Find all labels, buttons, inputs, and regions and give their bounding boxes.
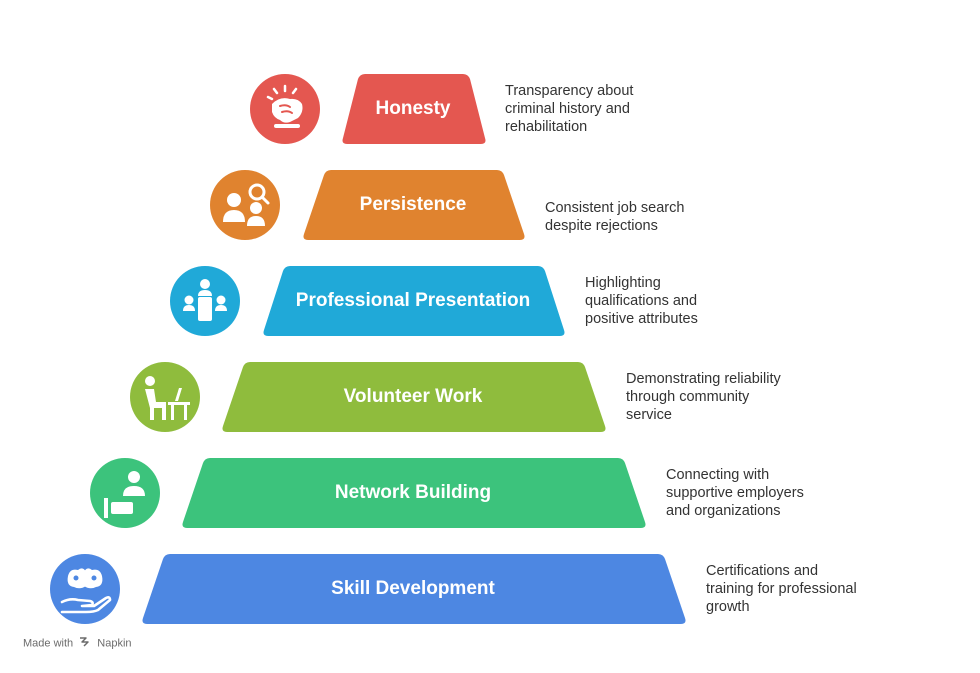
tier-description-persistence: Consistent job search despite rejections bbox=[545, 199, 684, 235]
tier-description-honesty: Transparency about criminal history and … bbox=[505, 82, 633, 136]
description-line: Transparency about bbox=[505, 83, 634, 99]
handshake-icon bbox=[250, 74, 320, 144]
tier-description-skill-development: Certifications and training for professi… bbox=[706, 562, 857, 616]
people-search-icon bbox=[210, 170, 280, 240]
tier-label-volunteer-work: Volunteer Work bbox=[343, 386, 483, 407]
tier-label-persistence: Persistence bbox=[359, 194, 467, 215]
hand-brain-icon bbox=[50, 554, 120, 624]
meeting-table-icon bbox=[170, 266, 240, 336]
description-line: and organizations bbox=[666, 503, 781, 519]
description-line: Demonstrating reliability bbox=[626, 371, 781, 387]
description-line: criminal history and bbox=[505, 101, 630, 117]
description-line: through community bbox=[626, 389, 750, 405]
footer-brand: Napkin bbox=[97, 637, 132, 650]
footer-made-with: Made with bbox=[23, 637, 74, 650]
tier-label-honesty: Honesty bbox=[375, 98, 451, 119]
description-line: training for professional bbox=[706, 581, 857, 597]
person-at-desk-icon bbox=[130, 362, 200, 432]
tier-label-professional-presentation: Professional Presentation bbox=[295, 290, 531, 311]
description-line: Highlighting bbox=[585, 275, 661, 291]
description-line: growth bbox=[706, 599, 750, 615]
description-line: supportive employers bbox=[666, 485, 804, 501]
tier-label-skill-development: Skill Development bbox=[331, 578, 495, 599]
description-line: rehabilitation bbox=[505, 119, 588, 135]
description-line: Consistent job search bbox=[545, 200, 685, 216]
reception-desk-icon bbox=[90, 458, 160, 528]
description-line: Certifications and bbox=[706, 563, 819, 579]
footer-attribution[interactable]: Made with Napkin bbox=[23, 637, 132, 650]
description-line: positive attributes bbox=[585, 311, 698, 327]
napkin-logo-icon bbox=[79, 637, 91, 650]
tier-description-professional-presentation: Highlighting qualifications and positive… bbox=[585, 274, 698, 328]
description-line: qualifications and bbox=[585, 293, 698, 309]
tier-description-network-building: Connecting with supportive employers and… bbox=[666, 466, 804, 520]
tier-label-network-building: Network Building bbox=[334, 482, 492, 503]
description-line: service bbox=[626, 407, 672, 423]
description-line: Connecting with bbox=[666, 467, 770, 483]
tier-description-volunteer-work: Demonstrating reliability through commun… bbox=[626, 370, 781, 424]
description-line: despite rejections bbox=[545, 218, 658, 234]
